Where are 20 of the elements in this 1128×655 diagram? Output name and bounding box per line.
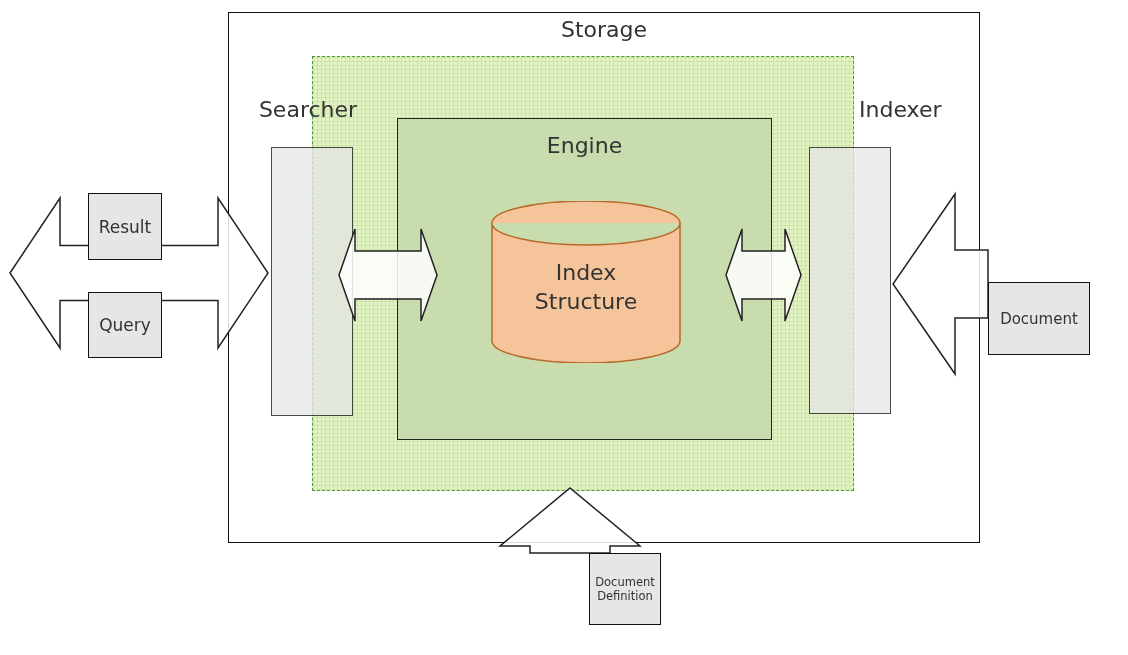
block-arrow bbox=[9, 195, 269, 351]
block-arrow bbox=[338, 228, 438, 322]
engine-box bbox=[397, 118, 772, 440]
component-title: Searcher bbox=[257, 97, 359, 122]
box-label: Document bbox=[999, 309, 1079, 328]
storage-frame bbox=[228, 12, 980, 543]
block-arrow bbox=[725, 228, 802, 322]
box-label: Document Definition bbox=[594, 575, 656, 603]
label-box bbox=[88, 292, 162, 358]
group-title: Storage bbox=[559, 17, 649, 42]
box-label: Result bbox=[97, 216, 153, 237]
label-box bbox=[589, 553, 661, 625]
group-title: Engine bbox=[545, 133, 624, 158]
block-arrow bbox=[892, 191, 989, 377]
block-arrow bbox=[497, 487, 643, 554]
label-box bbox=[988, 282, 1090, 355]
label-box bbox=[88, 193, 162, 260]
component-title: Indexer bbox=[859, 97, 942, 122]
box-label: Query bbox=[98, 315, 152, 335]
cylinder-label: Index Structure bbox=[533, 259, 639, 316]
